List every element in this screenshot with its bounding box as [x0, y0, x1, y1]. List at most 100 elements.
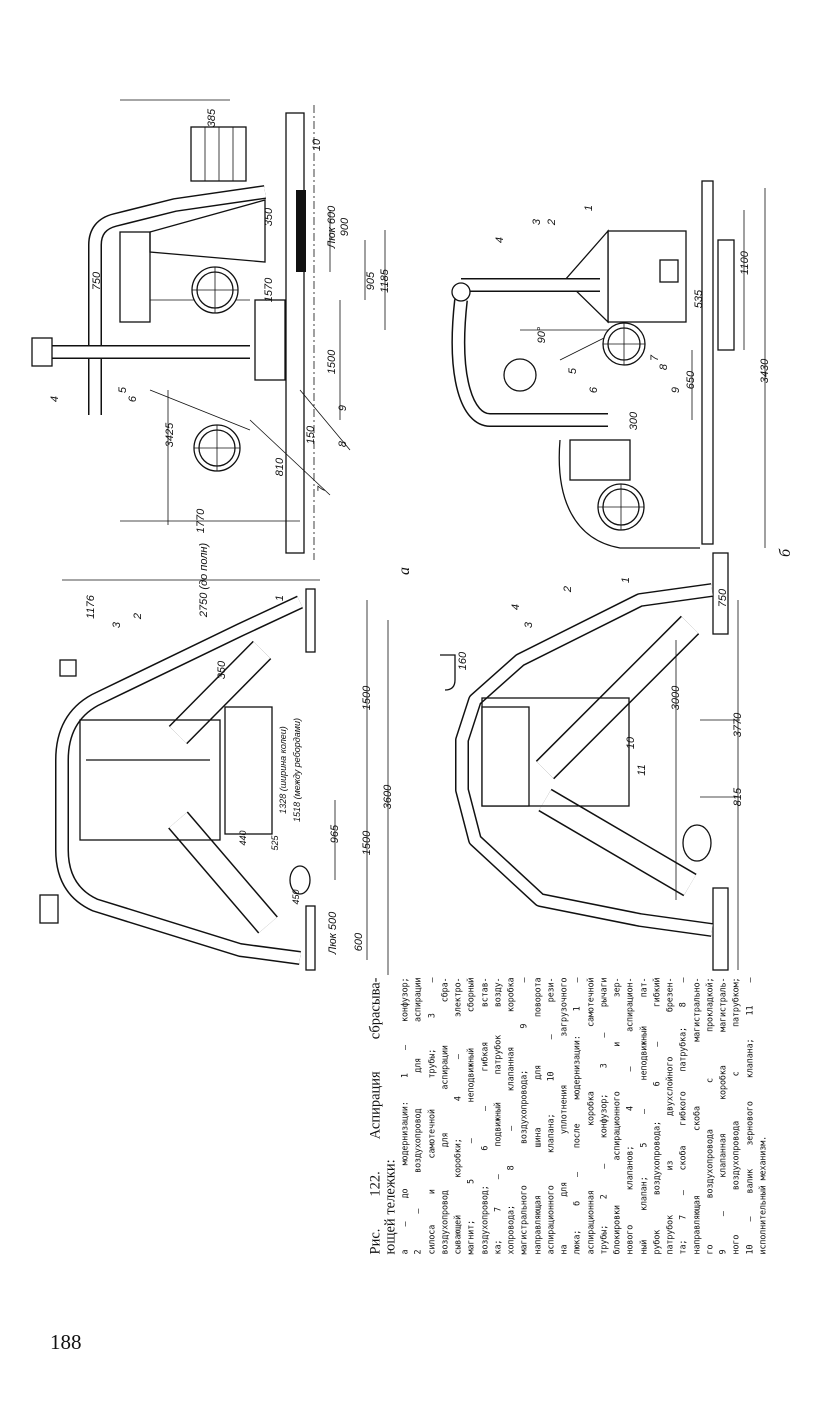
callout-label: 11: [636, 764, 648, 775]
caption-line: на для уплотнения загрузочного: [558, 977, 569, 1255]
dimension-label: 750: [717, 588, 729, 607]
drawing-top-right: 1 2 3 4 1100 535 90° 5 6 7 8 9 300 650 3…: [451, 180, 794, 557]
caption-line: направляющая шина для поворота: [532, 977, 542, 1255]
callout-label: 1: [620, 577, 632, 583]
dimension-label: 1500: [361, 685, 373, 710]
page-number: 188: [50, 1330, 82, 1354]
caption-line: аспирационного клапана; 10 — рези-: [545, 977, 556, 1255]
dimension-label: 810: [274, 457, 286, 476]
dimension-label: 900: [339, 217, 351, 236]
dimension-label: 650: [685, 370, 697, 389]
dimension-label: 1328 (ширина колеи): [278, 726, 288, 814]
caption-line: трубы; 2 — конфузор; 3 — рычаги: [598, 977, 609, 1255]
dimension-label: 535: [693, 289, 705, 308]
body: [481, 706, 530, 807]
callout-label: 1: [274, 595, 286, 601]
caption-line: 9 — клапанная коробка магистраль-: [717, 977, 728, 1255]
dimension-label: 1500: [326, 349, 338, 374]
tank: [682, 824, 712, 862]
dimension-label: 965: [329, 824, 341, 843]
callout-label: 10: [311, 138, 323, 151]
callout-label: 3: [523, 621, 535, 628]
callout-label: 6: [588, 386, 600, 393]
callout-label: 7: [316, 485, 328, 492]
dimension-label: 1176: [85, 594, 97, 619]
dimension-label: 385: [206, 108, 218, 127]
electromagnet: [31, 337, 53, 367]
hatch-seal: [296, 190, 306, 272]
caption-title-line: ющей тележки:: [382, 1159, 399, 1255]
caption-line: аспирационная коробка самотечной: [585, 977, 595, 1255]
callout-label: 10: [625, 736, 637, 749]
caption-line: рубок воздухопровода; 6 — гибкий: [651, 977, 662, 1255]
dimension-label: 3000: [670, 685, 682, 710]
callout-label: 2: [546, 219, 558, 226]
flange: [305, 905, 316, 971]
callout-label: 2: [562, 586, 574, 593]
callout-label: 5: [117, 386, 129, 393]
dimension-label: 905: [365, 271, 377, 290]
caption-line: сывающей коробки; 4 — электро-: [452, 977, 463, 1255]
curved-air-duct: [451, 299, 608, 427]
dimension-label: 1100: [739, 250, 751, 275]
caption-line: ного воздухопровода с патрубком;: [730, 977, 741, 1255]
caption-line: воздухопровод для аспирации сбра-: [439, 977, 450, 1255]
caption-line: блокировки аспирационного и зер-: [611, 977, 622, 1255]
frame: [224, 706, 273, 835]
body: [607, 230, 687, 323]
dimension-label: 350: [263, 207, 275, 226]
dimension-label: 815: [732, 787, 744, 806]
drawing-bottom-left: 2750 (до полн) 1176 3 2 1 350 1500 3600 …: [39, 543, 394, 975]
dimension-label: 1770: [195, 508, 207, 533]
callout-label: 3: [531, 218, 543, 225]
caption-line: патрубок из двухслойного брезен-: [664, 977, 675, 1255]
callout-label: 2: [132, 613, 144, 620]
callout-label: 4: [49, 396, 61, 402]
caption-line: 10 — валик зернового клапана; 11 —: [744, 977, 754, 1255]
caption-legend: а — до модернизации: 1 — конфузор;2 — во…: [399, 978, 770, 1255]
electromagnet-box: [59, 659, 77, 677]
callout-label: 5: [567, 367, 579, 374]
dimension-label: 3600: [382, 784, 394, 809]
dimension-label: 350: [216, 660, 228, 679]
flange: [712, 887, 729, 971]
callout-label: 4: [494, 237, 506, 243]
wheel: [602, 322, 646, 366]
rail: [285, 112, 305, 554]
wheel: [191, 266, 239, 314]
dimension-label: Люк 600: [326, 205, 338, 249]
caption-title-line: Рис. 122. Аспирация сбрасыва-: [367, 977, 384, 1255]
angle-label: 90°: [536, 326, 548, 343]
callout-label: 7: [649, 354, 661, 361]
dimension-label: 3430: [759, 358, 771, 383]
ladder: [190, 126, 247, 182]
callout-label: 4: [510, 604, 522, 610]
caption-line: люка; б — после модернизации: 1 —: [571, 977, 582, 1255]
dimension-label: 1185: [379, 268, 391, 293]
caption-line: нового клапанов; 4 — аспирацион-: [624, 977, 635, 1255]
callout-label: 8: [337, 440, 349, 447]
dimension-label: 1518 (между ребордами): [292, 718, 302, 822]
flange: [305, 588, 316, 653]
figure-letter: а: [396, 567, 413, 575]
dimension-label: 2750 (до полн): [198, 543, 210, 619]
wheel: [597, 483, 645, 531]
dimension-label: 150: [305, 425, 317, 444]
dimension-label: 3425: [164, 422, 176, 447]
dimension-label: 1500: [361, 830, 373, 855]
caption-line: а — до модернизации: 1 — конфузор;: [399, 977, 410, 1255]
caption-line: та; 7 — скоба гибкого патрубка; 8 —: [677, 977, 688, 1255]
caption-line: го воздухопровода с прокладкой;: [704, 977, 715, 1255]
dimension-label: 525: [270, 835, 280, 851]
figure-letter: б: [777, 548, 794, 557]
callout-label: 3: [111, 621, 123, 628]
caption-line: исполнительный механизм.: [757, 1135, 768, 1255]
caption-line: силоса и самотечной трубы; 3 —: [426, 977, 436, 1255]
rail: [701, 180, 714, 545]
flange: [712, 552, 729, 635]
caption-line: направляющая скоба магистрально-: [691, 977, 701, 1255]
caption-line: магистрального воздухопровода; 9 —: [518, 977, 529, 1255]
dimension-label: 300: [628, 411, 640, 430]
callout-label: 6: [127, 395, 139, 402]
